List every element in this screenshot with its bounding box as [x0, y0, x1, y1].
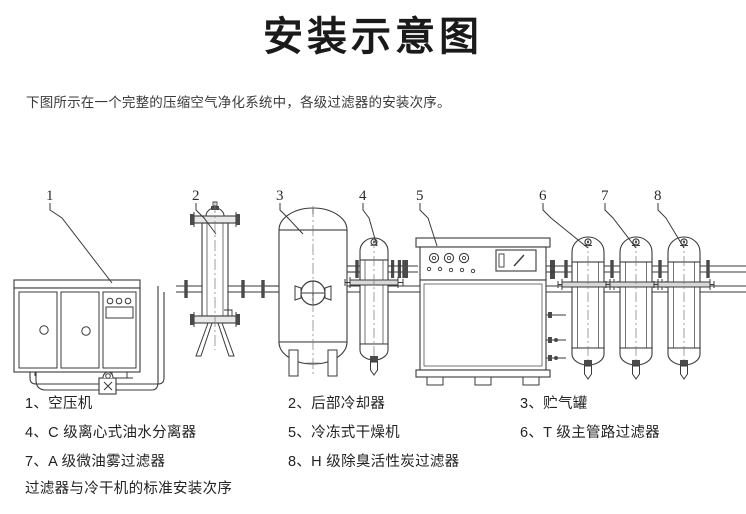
callout-number-5: 5: [416, 188, 424, 204]
legend-item-1: 1、空压机: [25, 396, 93, 412]
legend: 1、空压机 2、后部冷却器 3、贮气罐 4、C 级离心式油水分离器 5、冷冻式干…: [0, 392, 746, 479]
legend-note: 过滤器与冷干机的标准安装次序: [25, 481, 233, 497]
callout-leaders: [49, 203, 685, 284]
component-aftercooler: [176, 201, 240, 357]
component-separator-filter: [344, 237, 404, 376]
legend-item-2: 2、后部冷却器: [288, 396, 386, 412]
component-compressor: [13, 279, 141, 379]
legend-row: 4、C 级离心式油水分离器 5、冷冻式干燥机 6、T 级主管路过滤器: [0, 421, 746, 450]
callout-number-1: 1: [46, 188, 54, 204]
callout-number-2: 2: [192, 188, 200, 204]
pipe-flange: [261, 280, 265, 298]
pipe-flange: [241, 280, 245, 298]
legend-item-5: 5、冷冻式干燥机: [288, 425, 400, 441]
component-refrigerated-dryer: [415, 237, 574, 386]
legend-item-6: 6、T 级主管路过滤器: [520, 425, 660, 441]
callout-number-4: 4: [359, 188, 367, 204]
legend-item-7: 7、A 级微油雾过滤器: [25, 454, 166, 470]
legend-row: 1、空压机 2、后部冷却器 3、贮气罐: [0, 392, 746, 421]
legend-item-8: 8、H 级除臭活性炭过滤器: [288, 454, 460, 470]
legend-row: 7、A 级微油雾过滤器 8、H 级除臭活性炭过滤器: [0, 450, 746, 479]
legend-item-3: 3、贮气罐: [520, 396, 588, 412]
component-air-receiver: [265, 206, 372, 377]
component-filter-a: [605, 236, 667, 380]
page-title: 安装示意图: [263, 14, 483, 60]
component-filter-t: [557, 236, 619, 380]
dryer-drain-taps: [546, 312, 566, 361]
page-subtitle: 下图所示在一个完整的压缩空气净化系统中，各级过滤器的安装次序。: [26, 95, 451, 110]
pipe-filter4-to-dryer: [388, 260, 418, 278]
callout-number-3: 3: [276, 188, 284, 204]
callout-numbers: 1 2 3 4 5 6 7 8: [46, 188, 662, 204]
compressor-discharge-piping: [29, 286, 165, 395]
legend-item-4: 4、C 级离心式油水分离器: [25, 425, 197, 441]
system-schematic: 1 2 3 4 5 6 7 8: [13, 188, 746, 395]
callout-number-8: 8: [654, 188, 662, 204]
component-filter-h: [653, 236, 715, 380]
callout-number-6: 6: [539, 188, 547, 204]
callout-number-7: 7: [601, 188, 609, 204]
discharge-valve: [98, 371, 117, 395]
